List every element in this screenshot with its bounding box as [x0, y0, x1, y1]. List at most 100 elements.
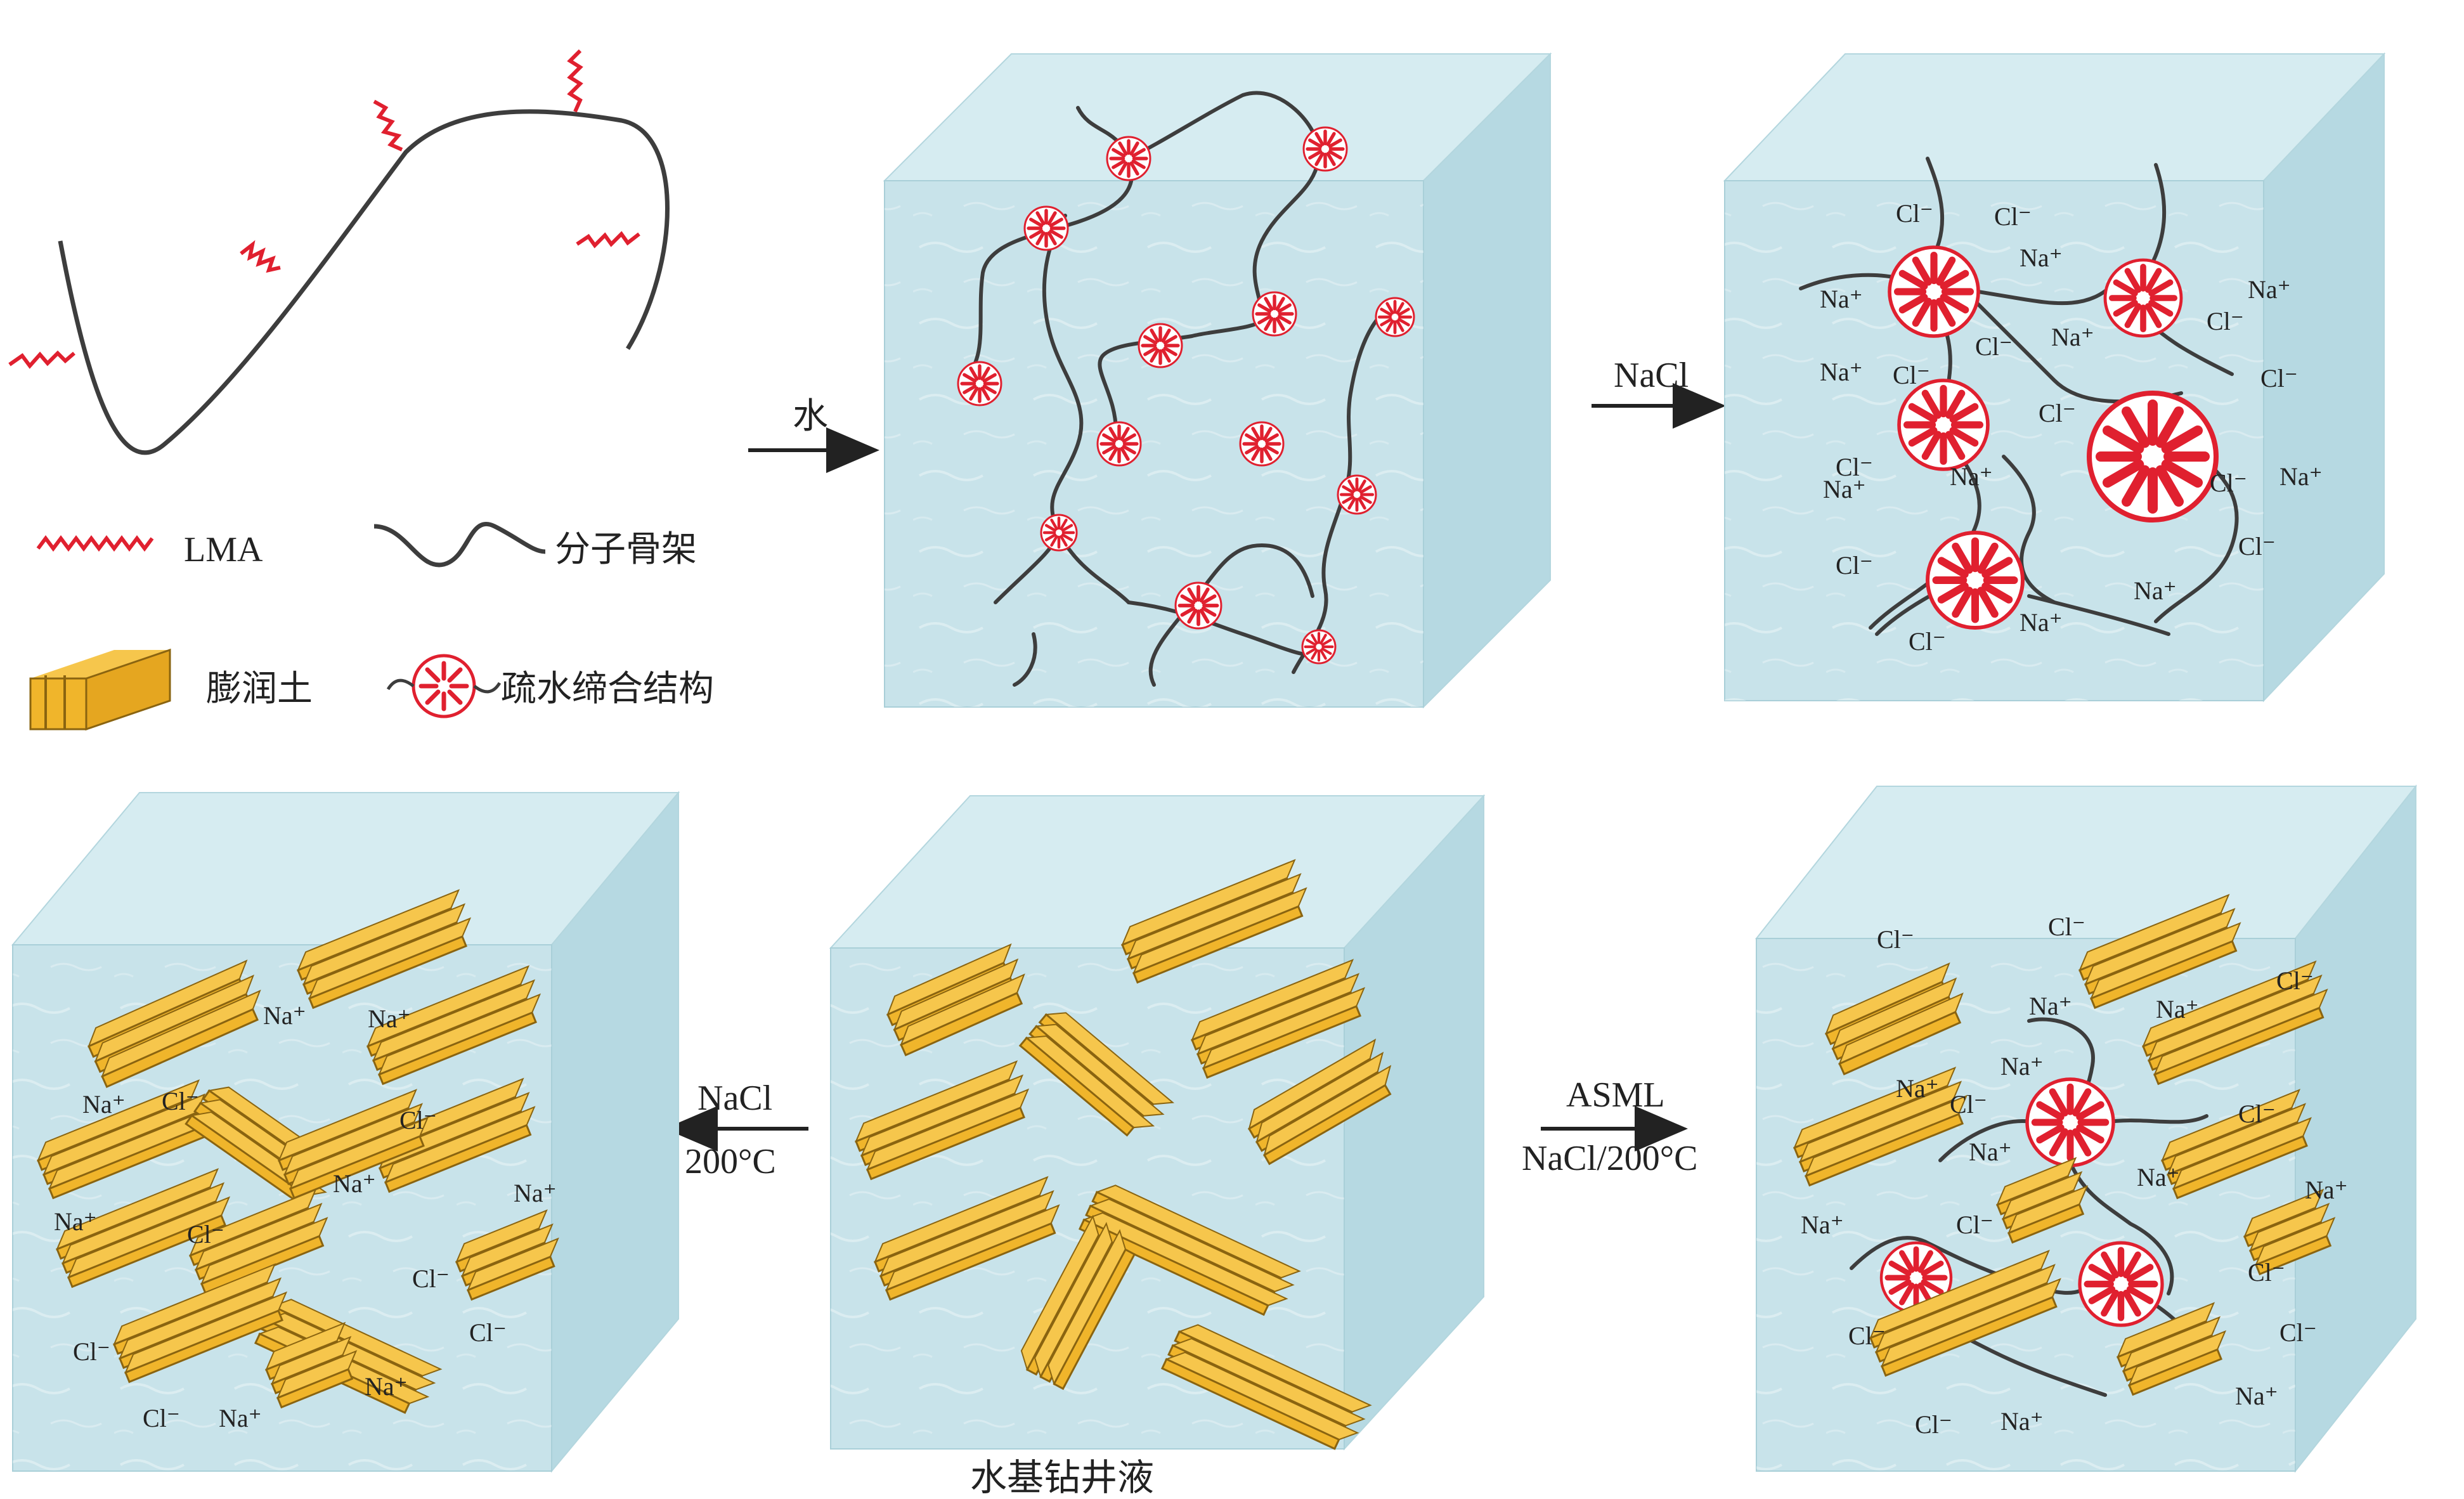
chloride-ion-label: Cl⁻ [1836, 551, 1873, 580]
bentonite-stack-icon [874, 1176, 1060, 1301]
chloride-ion-label: Cl⁻ [1836, 453, 1873, 481]
micelle-icon [1302, 126, 1348, 172]
micelle-icon [957, 361, 1002, 406]
bentonite-stack-icon [297, 889, 472, 1009]
chloride-ion-label: Cl⁻ [2276, 966, 2314, 995]
chloride-ion-label: Cl⁻ [1848, 1321, 1886, 1350]
backbone-chain [2065, 1114, 2208, 1295]
backbone-chain [1098, 315, 1270, 433]
sodium-ion-label: Na⁺ [514, 1179, 557, 1207]
chloride-ion-label: Cl⁻ [1994, 202, 2032, 231]
bentonite-stack-icon [189, 1188, 328, 1295]
bentonite-stack-icon [56, 1168, 231, 1288]
nacl-bottom-arrow-label: NaCl [697, 1079, 772, 1118]
bentonite-stack-icon [37, 1079, 212, 1200]
lma-legend-label: LMA [184, 530, 263, 569]
chloride-ion-label: Cl⁻ [2039, 399, 2076, 427]
bentonite-stack-icon [1247, 1038, 1392, 1165]
sodium-ion-label: Na⁺ [333, 1169, 376, 1198]
bentonite-stack-icon [1869, 1249, 2061, 1377]
bentonite-stack-icon [113, 1263, 288, 1384]
micelle-icon [1301, 629, 1337, 665]
bentonite-stack-icon [1078, 1184, 1301, 1316]
sodium-ion-label: Na⁺ [1801, 1210, 1844, 1239]
bentonite-stack-icon [29, 648, 171, 731]
bentonite-stack-icon [1020, 1214, 1136, 1391]
water-arrow-label: 水 [793, 396, 828, 437]
chloride-ion-label: Cl⁻ [2238, 1100, 2276, 1128]
sodium-ion-label: Na⁺ [2156, 995, 2199, 1023]
bentonite-stack-icon [1996, 1157, 2089, 1244]
lma-chain [8, 350, 75, 369]
arrow-nacl-top: NaCl [1592, 356, 1726, 429]
box-contents: Cl⁻Cl⁻Na⁺Na⁺Na⁺Cl⁻Cl⁻Na⁺Cl⁻Cl⁻Cl⁻Na⁺Cl⁻N… [37, 91, 2348, 1450]
sodium-ion-label: Na⁺ [2029, 992, 2072, 1020]
sodium-ion-label: Na⁺ [263, 1001, 306, 1030]
chloride-ion-label: Cl⁻ [2279, 1318, 2317, 1347]
sodium-ion-label: Na⁺ [219, 1404, 262, 1432]
bentonite-stack-icon [455, 1209, 559, 1301]
sodium-ion-label: Na⁺ [2235, 1382, 2278, 1410]
cube-water [883, 52, 1552, 709]
chloride-ion-label: Cl⁻ [143, 1404, 180, 1432]
sodium-ion-label: Na⁺ [1823, 475, 1866, 503]
chloride-ion-label: Cl⁻ [2238, 532, 2276, 561]
bentonite-stack-icon [2117, 1302, 2227, 1396]
bentonite-legend-label: 膨润土 [206, 668, 313, 710]
bentonite-stack-icon [2161, 1089, 2312, 1200]
chloride-ion-label: Cl⁻ [73, 1337, 110, 1366]
sodium-ion-label: Na⁺ [2000, 1407, 2044, 1436]
sodium-ion-label: Na⁺ [82, 1090, 126, 1119]
arrow-nacl-bottom: NaCl 200°C [665, 1079, 808, 1181]
chloride-ion-label: Cl⁻ [469, 1318, 507, 1347]
chloride-ion-label: Cl⁻ [1909, 627, 1946, 656]
sodium-ion-label: Na⁺ [2305, 1176, 2348, 1204]
sodium-ion-label: Na⁺ [2137, 1163, 2180, 1191]
chloride-ion-label: Cl⁻ [399, 1106, 437, 1134]
arrow-asml: ASML NaCl/200°C [1522, 1075, 1698, 1178]
arrow-water: 水 [748, 396, 879, 473]
chloride-ion-label: Cl⁻ [2248, 1258, 2285, 1287]
backbone-curve [58, 109, 670, 455]
bentonite-stack-icon [278, 1089, 429, 1200]
chloride-ion-label: Cl⁻ [1975, 332, 2013, 361]
bentonite-stack-icon [1121, 859, 1307, 984]
legend-panel: LMA 分子骨架 膨润土 疏水缔合结构 [8, 49, 714, 731]
micelle-icon [386, 654, 502, 718]
sodium-ion-label: Na⁺ [2279, 462, 2323, 491]
chloride-ion-label: Cl⁻ [2048, 912, 2085, 941]
bentonite-stack-icon [2142, 960, 2328, 1086]
lma-chain [373, 100, 403, 152]
sodium-ion-label: Na⁺ [2020, 608, 2063, 637]
caption-water-based-fluid: 水基钻井液 [970, 1456, 1154, 1499]
bentonite-stack-icon [1825, 962, 1964, 1075]
bentonite-stack-icon [1160, 1324, 1372, 1450]
sodium-ion-label: Na⁺ [2000, 1052, 2044, 1080]
micelle-icon [2025, 1077, 2115, 1167]
sodium-ion-label: Na⁺ [2248, 275, 2291, 304]
micelle-icon [2087, 391, 2219, 522]
chloride-ion-label: Cl⁻ [2260, 364, 2298, 393]
micelle-icon [1174, 581, 1222, 630]
nacl-top-arrow-label: NaCl [1614, 356, 1689, 395]
sodium-ion-label: Na⁺ [1820, 285, 1863, 313]
backbone-chain [1850, 1236, 2094, 1295]
bentonite-stack-icon [366, 965, 541, 1086]
bentonite-stack-icon [2078, 893, 2241, 1009]
backbone-chain [2002, 455, 2056, 604]
micelle-icon [1252, 291, 1297, 337]
chloride-ion-label: Cl⁻ [187, 1220, 224, 1249]
bentonite-stack-icon [855, 1060, 1030, 1181]
hydrophobic-legend-label: 疏水缔合结构 [501, 668, 714, 710]
asml-arrow-conditions: NaCl/200°C [1522, 1139, 1698, 1178]
chloride-ion-label: Cl⁻ [412, 1264, 450, 1293]
lma-chain [567, 49, 583, 113]
micelle-icon [1375, 297, 1415, 337]
chloride-ion-label: Cl⁻ [1896, 199, 1933, 228]
bentonite-stack-icon [1018, 1012, 1175, 1137]
chloride-ion-label: Cl⁻ [2207, 307, 2244, 335]
sodium-ion-label: Na⁺ [2134, 576, 2177, 605]
sodium-ion-label: Na⁺ [1969, 1138, 2012, 1166]
chloride-ion-label: Cl⁻ [2210, 469, 2247, 497]
sodium-ion-label: Na⁺ [54, 1207, 97, 1236]
